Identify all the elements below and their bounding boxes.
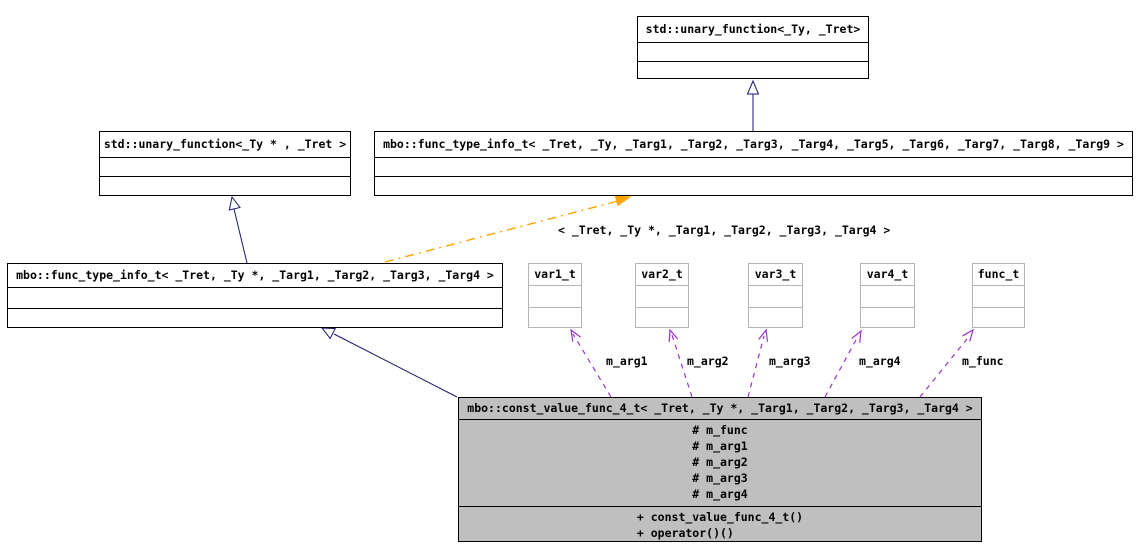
attributes-compartment xyxy=(8,287,502,308)
attribute-m-arg1: # m_arg1 xyxy=(692,439,748,453)
attribute-m-func: # m_func xyxy=(692,423,748,437)
usage-arrow-m-arg3 xyxy=(747,328,769,398)
class-title: mbo::func_type_info_t< _Tret, _Ty, _Targ… xyxy=(383,137,1124,151)
attributes-compartment xyxy=(973,285,1024,307)
attribute-m-arg4: # m_arg4 xyxy=(692,487,748,501)
class-title: var1_t xyxy=(534,267,576,281)
class-node-var1-t: var1_t xyxy=(528,263,582,328)
methods-compartment: + const_value_func_4_t() + operator()() xyxy=(459,506,981,541)
attributes-compartment xyxy=(529,285,581,307)
methods-compartment xyxy=(8,308,502,327)
edge-label-m-arg4: m_arg4 xyxy=(859,354,901,368)
methods-compartment xyxy=(973,307,1024,327)
class-title: mbo::const_value_func_4_t< _Tret, _Ty *,… xyxy=(467,401,973,415)
class-node-var3-t: var3_t xyxy=(748,263,803,328)
attribute-m-arg3: # m_arg3 xyxy=(692,471,748,485)
class-title: var2_t xyxy=(641,267,683,281)
class-node-var2-t: var2_t xyxy=(635,263,689,328)
attributes-compartment xyxy=(638,42,868,61)
methods-compartment xyxy=(375,176,1132,195)
edge-label-m-arg2: m_arg2 xyxy=(687,354,729,368)
method-constructor: + const_value_func_4_t() xyxy=(636,510,804,524)
class-title: func_t xyxy=(977,267,1020,281)
class-node-var4-t: var4_t xyxy=(860,263,915,328)
methods-compartment xyxy=(638,61,868,78)
class-node-func-type-info-primary[interactable]: mbo::func_type_info_t< _Tret, _Ty, _Targ… xyxy=(374,131,1133,196)
inheritance-arrow-left xyxy=(228,195,248,264)
attributes-compartment xyxy=(636,285,688,307)
inheritance-arrow-top xyxy=(746,79,760,131)
methods-compartment xyxy=(861,307,914,327)
class-node-const-value-func-4-t: mbo::const_value_func_4_t< _Tret, _Ty *,… xyxy=(458,397,982,542)
attributes-compartment xyxy=(749,285,802,307)
method-operator-call: + operator()() xyxy=(636,526,734,540)
methods-compartment xyxy=(636,307,688,327)
class-title: var4_t xyxy=(866,267,909,281)
edge-label-m-func: m_func xyxy=(962,354,1004,368)
inheritance-arrow-bottom xyxy=(320,327,458,398)
class-title: mbo::func_type_info_t< _Tret, _Ty *, _Ta… xyxy=(16,268,494,282)
class-title: std::unary_function<_Ty, _Tret> xyxy=(645,22,861,36)
class-title: var3_t xyxy=(754,267,797,281)
class-node-std-unary-function[interactable]: std::unary_function<_Ty, _Tret> xyxy=(637,16,869,79)
class-node-func-type-info-specialization[interactable]: mbo::func_type_info_t< _Tret, _Ty *, _Ta… xyxy=(7,263,503,328)
edge-label-m-arg1: m_arg1 xyxy=(606,354,648,368)
class-node-func-t: func_t xyxy=(972,263,1025,328)
attributes-compartment xyxy=(100,157,350,176)
class-title: std::unary_function<_Ty * , _Tret > xyxy=(103,137,347,151)
class-node-std-unary-function-ptr[interactable]: std::unary_function<_Ty * , _Tret > xyxy=(99,131,351,196)
template-args-edge-label: < _Tret, _Ty *, _Targ1, _Targ2, _Targ3, … xyxy=(558,223,891,237)
usage-arrow-m-arg4 xyxy=(824,329,862,398)
attributes-compartment xyxy=(375,157,1132,176)
edge-label-m-arg3: m_arg3 xyxy=(769,354,811,368)
attributes-compartment xyxy=(861,285,914,307)
attributes-compartment: # m_func # m_arg1 # m_arg2 # m_arg3 # m_… xyxy=(459,419,981,506)
methods-compartment xyxy=(100,176,350,195)
attribute-m-arg2: # m_arg2 xyxy=(692,455,748,469)
methods-compartment xyxy=(529,307,581,327)
methods-compartment xyxy=(749,307,802,327)
usage-arrow-m-arg1 xyxy=(570,328,612,398)
